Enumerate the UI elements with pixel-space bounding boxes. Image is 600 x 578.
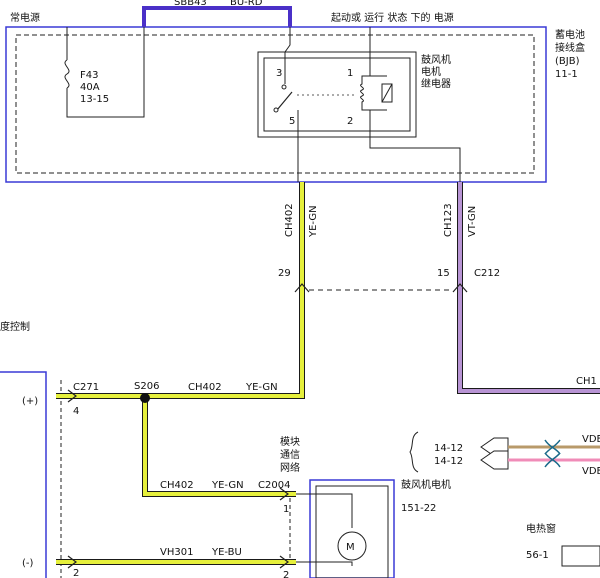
ch402-vertical-color: YE-GN <box>308 205 319 238</box>
c271-pin-4: 4 <box>73 406 79 417</box>
blower-motor-ref: 151-22 <box>401 503 436 514</box>
network-ref-top: 14-12 <box>434 443 463 454</box>
ch402-horizontal-circuit: CH402 <box>188 382 222 393</box>
fuse-rating: 40A <box>80 82 100 93</box>
bjb-code: (BJB) <box>555 56 580 67</box>
relay-pin-3: 3 <box>276 68 282 79</box>
network-line1: 模块 <box>280 436 300 448</box>
motor-lead-top <box>296 493 353 528</box>
c2004-name: C2004 <box>258 480 290 491</box>
network-ref-bottom: 14-12 <box>434 456 463 467</box>
c2004-pin1-chevron <box>279 487 289 501</box>
fuse-lead-bottom <box>66 27 145 118</box>
blower-motor-box <box>309 479 395 578</box>
ch123-wire-outline <box>457 182 600 394</box>
bjb-name-line2: 接线盒 <box>555 41 585 54</box>
relay-suppressor <box>381 83 393 103</box>
c271-name: C271 <box>73 382 99 393</box>
relay-pin-1: 1 <box>347 68 353 79</box>
heated-window-name: 电热窗 <box>526 522 556 535</box>
network-bracket <box>409 431 419 473</box>
splice-sbb43-label: SBB43 <box>174 0 207 8</box>
bjb-page-ref: 11-1 <box>555 69 578 80</box>
c212-pin15-chevron <box>452 283 468 293</box>
twist-mark-top-2 <box>544 439 561 455</box>
ch123-circuit: CH123 <box>443 203 454 237</box>
c2004-pin2-chevron <box>279 555 289 569</box>
s206-label: S206 <box>134 381 159 392</box>
run-start-power-label: 起动或 运行 状态 下的 电源 <box>331 11 454 24</box>
c2004-pin-1: 1 <box>283 504 289 515</box>
motor-symbol: M <box>346 542 355 553</box>
network-line2: 通信 <box>280 449 300 461</box>
constant-power-label: 常电源 <box>10 11 40 24</box>
c212-name: C212 <box>474 268 500 279</box>
motor-icon <box>337 531 367 561</box>
heated-window-ref: 56-1 <box>526 550 549 561</box>
ch123-color: VT-GN <box>467 206 478 237</box>
motor-lead-bottom <box>296 561 353 566</box>
c271-pin-2: 2 <box>73 568 79 578</box>
relay-name-line2: 电机 <box>421 65 441 78</box>
bjb-outer-box <box>5 26 547 183</box>
ch402-lower-color: YE-GN <box>211 480 244 491</box>
relay-name-line1: 鼓风机 <box>421 53 451 66</box>
relay-pin-2: 2 <box>347 116 353 127</box>
relay-pin2-lead <box>369 110 461 182</box>
blower-motor-inner-box <box>315 485 389 578</box>
c212-pin29-chevron <box>294 283 310 293</box>
ch402-horizontal-color: YE-GN <box>245 382 278 393</box>
bu-rd-wire <box>142 6 292 27</box>
ch1-partial-label: CH1 <box>576 376 597 387</box>
vh301-color: YE-BU <box>211 547 242 558</box>
left-module-title: 度控制 <box>0 320 30 333</box>
relay-coil <box>360 52 371 111</box>
fuse-symbol <box>64 59 70 89</box>
blower-motor-name: 鼓风机电机 <box>401 478 451 491</box>
left-module-minus: (-) <box>22 558 34 569</box>
ch123-wire <box>458 182 600 393</box>
relay-outer-box <box>257 51 417 138</box>
network-line3: 网络 <box>280 461 300 474</box>
relay-switch-arm <box>276 91 293 111</box>
heated-window-connector <box>561 545 600 567</box>
c2004-pin-2: 2 <box>283 570 289 578</box>
relay-suppressor-slash <box>381 83 393 103</box>
left-module-box <box>0 371 47 578</box>
c212-pin-29: 29 <box>278 268 291 279</box>
relay-name-line3: 继电器 <box>421 77 451 90</box>
relay-pin-5: 5 <box>289 116 295 127</box>
left-module-plus: (+) <box>22 396 38 407</box>
bu-rd-color-label: BU-RD <box>230 0 263 8</box>
network-connector-lower <box>480 450 509 470</box>
network-vdb-top: VDE <box>582 434 600 445</box>
relay-contact-3 <box>281 84 287 90</box>
ch402-wire <box>145 182 304 398</box>
relay-inner-box <box>263 57 411 132</box>
ch402-lower-circuit: CH402 <box>160 480 194 491</box>
s206-splice-dot <box>140 393 150 403</box>
ch402-lower-wire <box>143 396 296 496</box>
bjb-dashed-boundary <box>15 34 535 174</box>
relay-contact-5-inner <box>273 107 279 113</box>
c271-pin4-chevron <box>67 389 77 403</box>
relay-pin3-lead <box>284 27 291 84</box>
c212-pin-15: 15 <box>437 268 450 279</box>
bjb-name-line1: 蓄电池 <box>555 28 585 41</box>
fuse-ref: 13-15 <box>80 94 109 105</box>
ch402-wire-outline <box>145 182 305 399</box>
twist-mark-bottom-2 <box>544 452 561 468</box>
fuse-id: F43 <box>80 70 98 81</box>
vh301-circuit: VH301 <box>160 547 193 558</box>
network-vdb-bottom: VDE <box>582 466 600 477</box>
c271-pin2-chevron <box>67 555 77 569</box>
ch402-vertical-circuit: CH402 <box>284 203 295 237</box>
